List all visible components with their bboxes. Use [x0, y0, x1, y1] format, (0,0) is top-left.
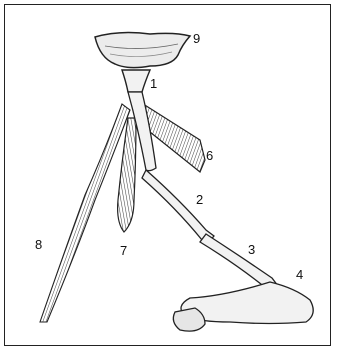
label-8: 8 — [35, 237, 42, 252]
label-4: 4 — [296, 267, 303, 282]
structure-9-crest — [95, 33, 190, 68]
label-7: 7 — [120, 243, 127, 258]
label-2: 2 — [196, 192, 203, 207]
label-3: 3 — [248, 242, 255, 257]
structure-1-neck — [122, 70, 150, 92]
label-9: 9 — [193, 31, 200, 46]
label-1: 1 — [150, 76, 157, 91]
structure-8-muscle — [40, 104, 130, 322]
label-6: 6 — [206, 148, 213, 163]
